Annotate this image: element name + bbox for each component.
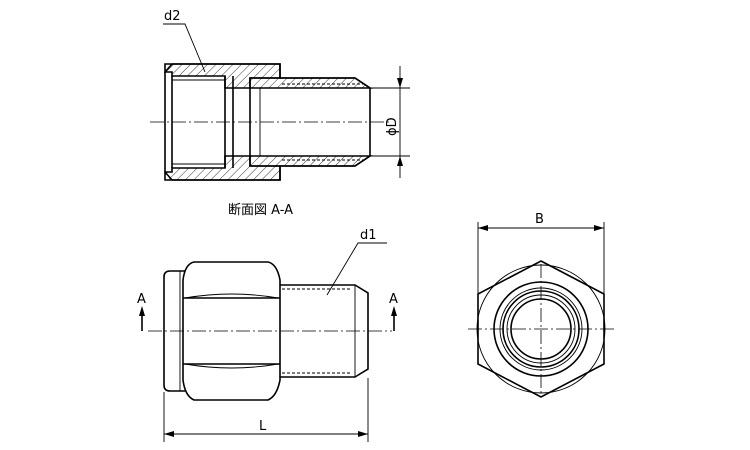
d2-label: d2 [164,9,181,24]
section-lower-wall-thread [249,155,373,167]
section-mark-left-label: A [137,292,146,307]
d1-leader [326,242,387,296]
section-title: 断面図 A-A [228,203,293,218]
side-view: A A d1 L [137,228,398,442]
flange-outline [163,270,185,392]
hex-nut-outline [182,261,281,401]
section-view: d2 ϕD 断面図 A-A [150,9,410,218]
end-view: B [468,212,616,398]
L-label: L [259,419,267,434]
section-upper-wall-thread [249,77,373,89]
d2-leader [163,23,206,73]
d1-label: d1 [360,228,377,243]
phiD-label: ϕD [385,117,400,136]
section-mark-right-label: A [389,292,398,307]
B-label: B [535,212,544,227]
